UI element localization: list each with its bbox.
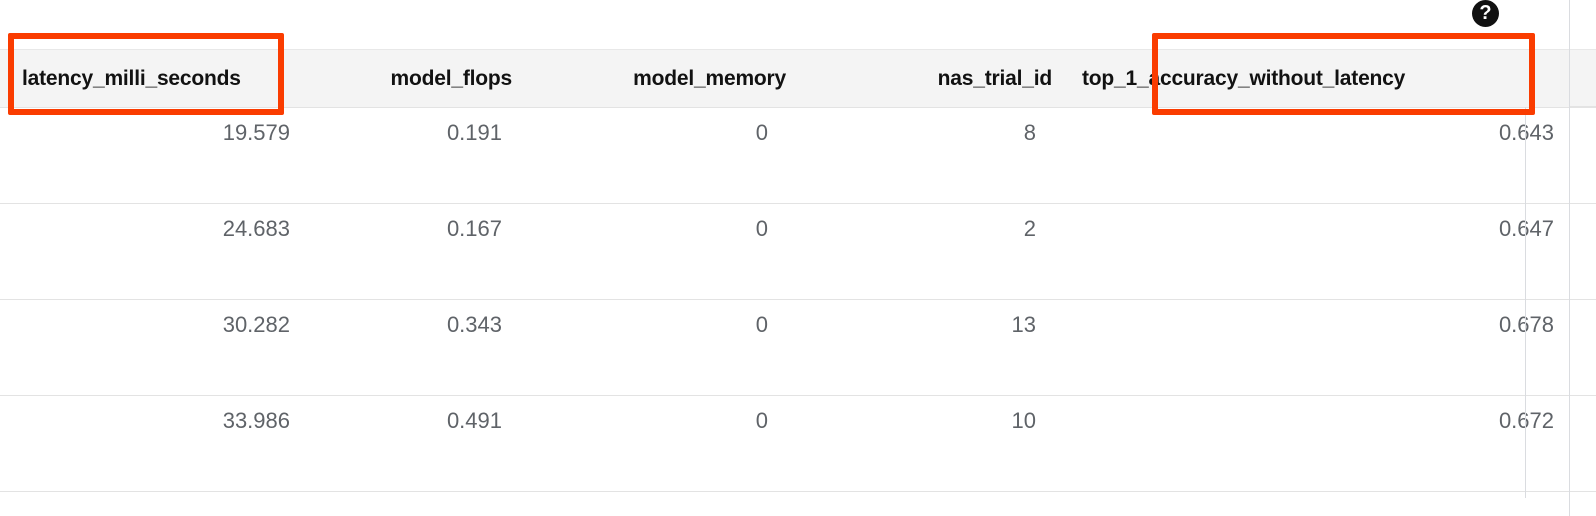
cell-model-flops: 0.191: [300, 107, 514, 204]
trailing-column-header-fill: [1570, 49, 1596, 107]
top-strip-divider: [1569, 0, 1570, 49]
cell-model-memory: 0: [514, 299, 790, 396]
cell-latency-milli-seconds: 33.986: [0, 395, 300, 492]
table-top-strip: ?: [0, 0, 1596, 49]
table-row[interactable]: 19.579 0.191 0 8 0.643: [0, 107, 1596, 204]
table-header-row-group: latency_milli_seconds model_flops model_…: [0, 49, 1596, 108]
table-header-row: latency_milli_seconds model_flops model_…: [0, 49, 1596, 108]
trailing-column-divider-inner: [1525, 107, 1526, 498]
cell-latency-milli-seconds: 30.282: [0, 299, 300, 396]
cell-nas-trial-id: 8: [790, 107, 1062, 204]
table-row[interactable]: 33.986 0.491 0 10 0.672: [0, 395, 1596, 492]
help-circle-icon[interactable]: ?: [1472, 0, 1499, 27]
cell-nas-trial-id: 13: [790, 299, 1062, 396]
column-header-top-1-accuracy-without-latency[interactable]: top_1_accuracy_without_latency: [1062, 49, 1570, 108]
cell-top-1-accuracy-without-latency: 0.672: [1062, 395, 1570, 492]
column-header-model-flops[interactable]: model_flops: [300, 49, 514, 108]
column-header-latency-milli-seconds[interactable]: latency_milli_seconds: [0, 49, 300, 108]
cell-top-1-accuracy-without-latency: 0.643: [1062, 107, 1570, 204]
table-row[interactable]: 24.683 0.167 0 2 0.647: [0, 203, 1596, 300]
cell-trailing-clipped: [1570, 299, 1596, 396]
trailing-column-divider-outer: [1569, 49, 1570, 516]
column-header-nas-trial-id[interactable]: nas_trial_id: [790, 49, 1062, 108]
cell-model-memory: 0: [514, 203, 790, 300]
cell-latency-milli-seconds: 24.683: [0, 203, 300, 300]
cell-model-flops: 0.343: [300, 299, 514, 396]
cell-trailing-clipped: [1570, 203, 1596, 300]
cell-latency-milli-seconds: 19.579: [0, 107, 300, 204]
table-row[interactable]: 30.282 0.343 0 13 0.678: [0, 299, 1596, 396]
metrics-table: latency_milli_seconds model_flops model_…: [0, 49, 1596, 492]
metrics-table-container[interactable]: latency_milli_seconds model_flops model_…: [0, 49, 1596, 516]
cell-trailing-clipped: [1570, 107, 1596, 204]
cell-nas-trial-id: 10: [790, 395, 1062, 492]
cell-model-memory: 0: [514, 395, 790, 492]
cell-model-memory: 0: [514, 107, 790, 204]
cell-model-flops: 0.491: [300, 395, 514, 492]
table-body: 19.579 0.191 0 8 0.643 24.683 0.167 0 2 …: [0, 107, 1596, 492]
cell-top-1-accuracy-without-latency: 0.678: [1062, 299, 1570, 396]
column-header-model-memory[interactable]: model_memory: [514, 49, 790, 108]
cell-model-flops: 0.167: [300, 203, 514, 300]
cell-top-1-accuracy-without-latency: 0.647: [1062, 203, 1570, 300]
cell-nas-trial-id: 2: [790, 203, 1062, 300]
cell-trailing-clipped: [1570, 395, 1596, 492]
